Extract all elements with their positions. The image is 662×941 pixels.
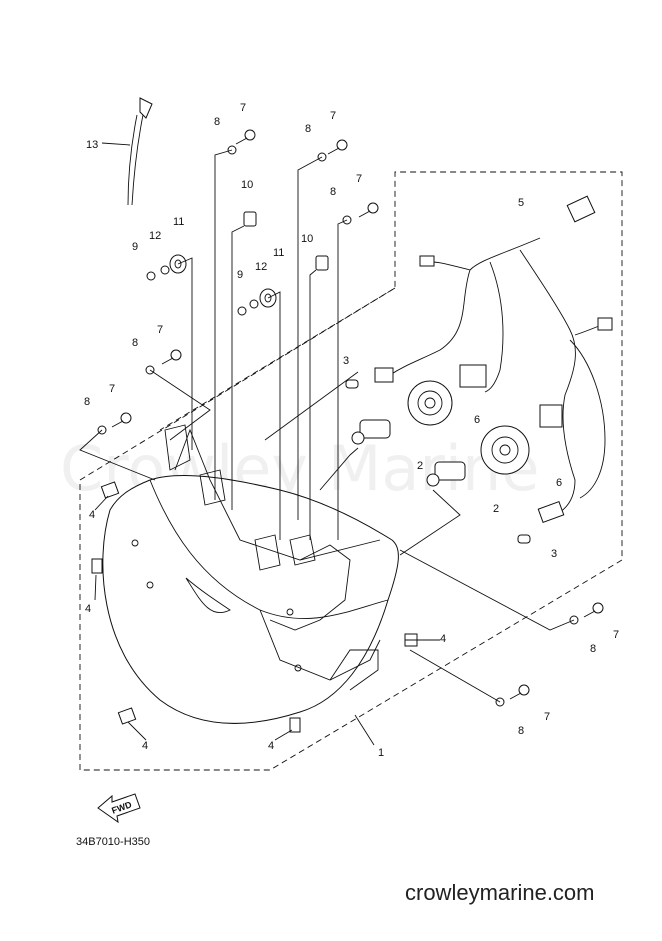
callout-7: 7 xyxy=(330,110,336,122)
callout-8: 8 xyxy=(84,396,90,408)
callout-6: 6 xyxy=(474,414,480,426)
callout-4: 4 xyxy=(142,740,148,752)
assembly-boundary-inner xyxy=(159,287,396,431)
callout-8: 8 xyxy=(132,337,138,349)
callout-12: 12 xyxy=(255,261,267,273)
callout-3: 3 xyxy=(551,548,557,560)
callout-8: 8 xyxy=(305,123,311,135)
headlight-housing xyxy=(102,424,399,724)
callout-11: 11 xyxy=(173,216,184,228)
fwd-arrow-icon: FWD xyxy=(97,793,141,824)
callout-4: 4 xyxy=(268,740,274,752)
assembly-boundary-outer xyxy=(79,171,623,771)
callout-12: 12 xyxy=(149,230,161,242)
small-bulb-top xyxy=(345,379,359,389)
callout-11: 11 xyxy=(273,247,284,259)
wire-harness xyxy=(374,195,613,523)
callout-3: 3 xyxy=(343,355,349,367)
callout-4: 4 xyxy=(85,603,91,615)
callout-8: 8 xyxy=(330,186,336,198)
callout-7: 7 xyxy=(109,383,115,395)
headlight-bulbs xyxy=(351,419,466,487)
rubber-caps xyxy=(91,481,418,733)
callout-13: 13 xyxy=(86,139,98,151)
leader-lines xyxy=(79,142,575,746)
drawing-code: 34B7010-H350 xyxy=(76,836,151,848)
callout-8: 8 xyxy=(590,643,596,655)
callout-7: 7 xyxy=(356,173,362,185)
callout-5: 5 xyxy=(518,197,524,209)
callout-6: 6 xyxy=(556,477,562,489)
callout-2: 2 xyxy=(493,503,499,515)
callout-numbers: 1 2 2 3 3 4 4 4 4 4 5 6 6 7 7 7 7 7 7 7 … xyxy=(84,102,619,759)
cable-tie xyxy=(127,97,153,206)
bulb-sockets xyxy=(407,380,530,475)
callout-10: 10 xyxy=(241,179,253,191)
callout-2: 2 xyxy=(417,460,423,472)
callout-8: 8 xyxy=(214,116,220,128)
small-bulb-bottom xyxy=(517,534,531,544)
callout-1: 1 xyxy=(378,747,384,759)
callout-7: 7 xyxy=(157,324,163,336)
callout-7: 7 xyxy=(240,102,246,114)
website-link[interactable]: crowleymarine.com xyxy=(405,880,595,905)
callout-8: 8 xyxy=(518,725,524,737)
callout-10: 10 xyxy=(301,233,313,245)
callout-4: 4 xyxy=(440,633,446,645)
callout-9: 9 xyxy=(132,241,138,253)
callout-9: 9 xyxy=(237,269,243,281)
callout-7: 7 xyxy=(544,711,550,723)
callout-4: 4 xyxy=(89,509,95,521)
callout-7: 7 xyxy=(613,629,619,641)
